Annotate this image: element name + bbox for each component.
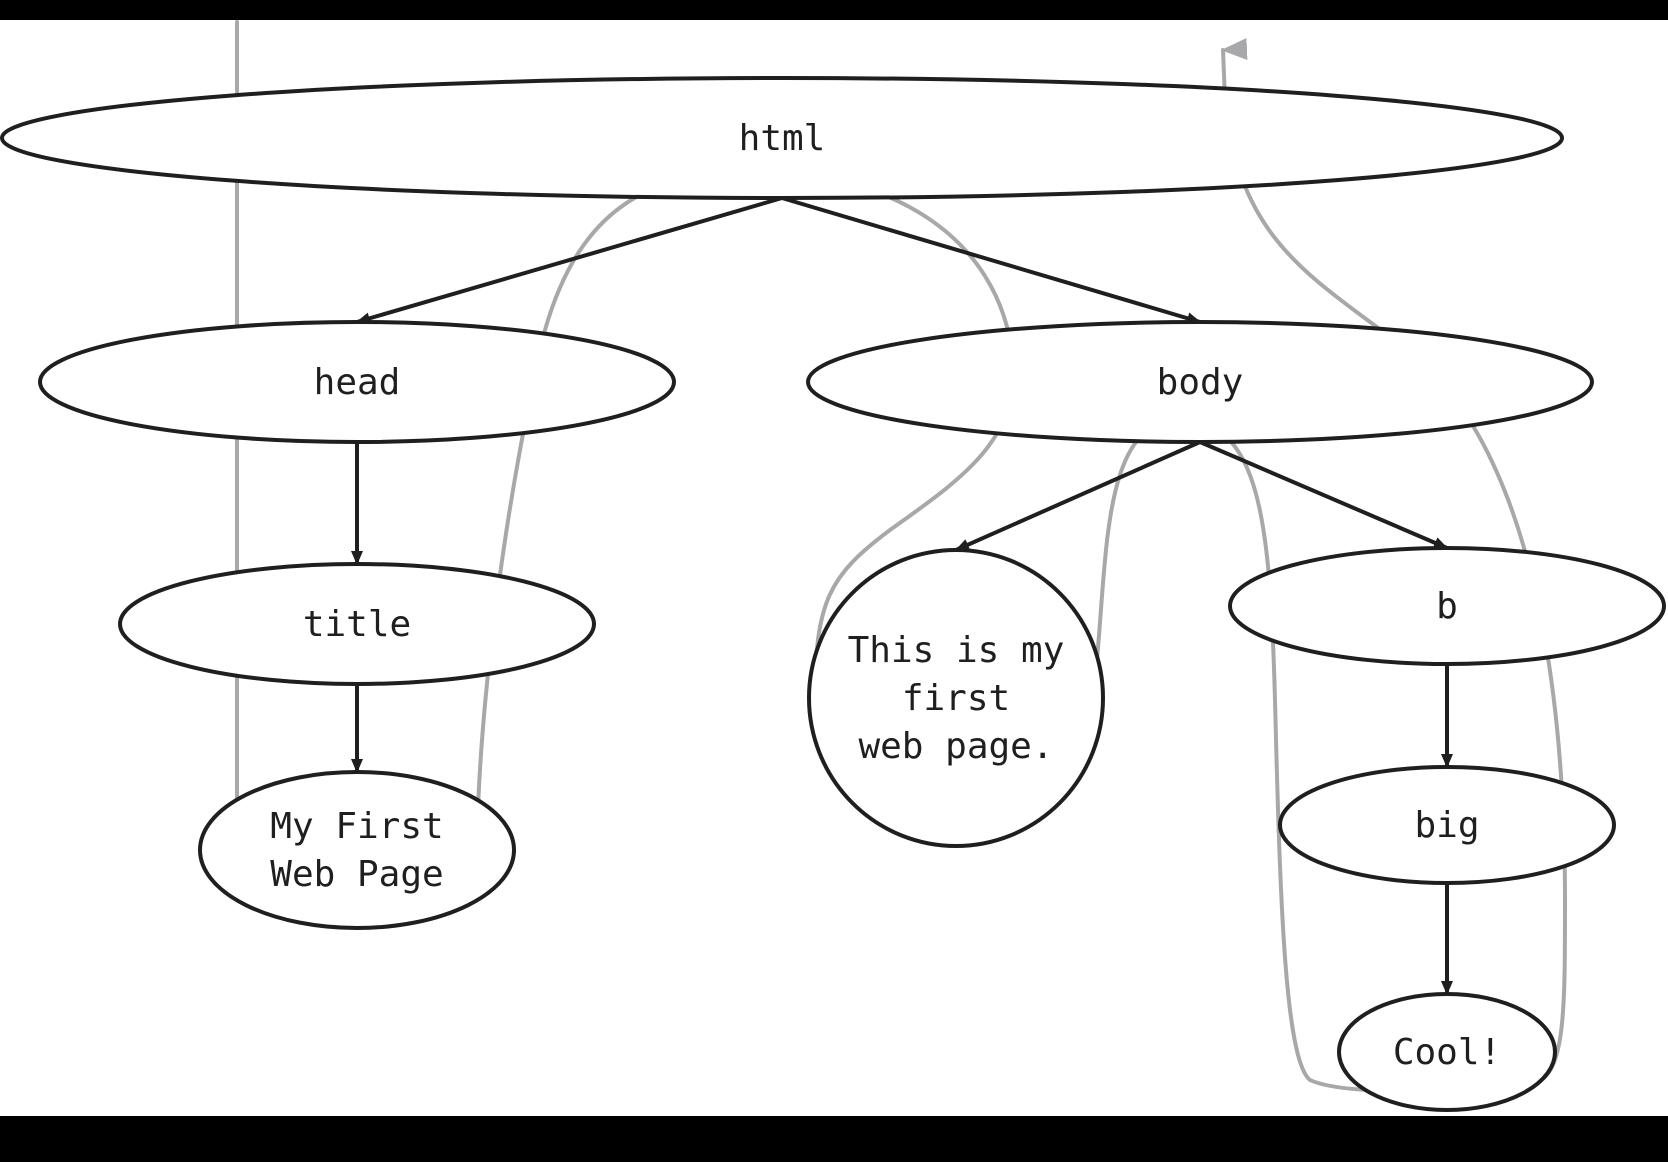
node-label-this-is-my-first-web-page-line-3: web page. bbox=[858, 726, 1053, 767]
node-shape-b bbox=[1228, 546, 1666, 666]
node-shape-title bbox=[118, 562, 596, 686]
node-this-is-my-first-web-page: This is my first web page. bbox=[807, 548, 1105, 848]
node-body: body bbox=[806, 320, 1594, 444]
edge-body-to-b bbox=[1199, 440, 1448, 550]
node-label-html: html bbox=[739, 118, 826, 159]
node-html: html bbox=[0, 76, 1564, 200]
node-b: b bbox=[1228, 546, 1666, 666]
node-shape-cool bbox=[1337, 992, 1557, 1112]
node-label-head: head bbox=[314, 362, 401, 403]
node-label-title: title bbox=[303, 604, 411, 645]
node-cool: Cool! bbox=[1337, 992, 1557, 1112]
node-label-my-first-web-page-line-2: Web Page bbox=[270, 854, 443, 895]
node-shape-big bbox=[1278, 765, 1616, 885]
edges-layer bbox=[351, 196, 1453, 995]
node-label-my-first-web-page-line-1: My First bbox=[270, 806, 443, 847]
edge-html-to-head bbox=[356, 196, 783, 325]
node-shape-this-is-my-first-web-page bbox=[807, 548, 1105, 848]
node-shape-html bbox=[0, 76, 1564, 200]
node-label-body: body bbox=[1157, 362, 1244, 403]
node-title: title bbox=[118, 562, 596, 686]
node-label-this-is-my-first-web-page-line-2: first bbox=[902, 678, 1010, 719]
edge-body-to-this-is-my-first-web-page bbox=[955, 440, 1201, 552]
node-label-big: big bbox=[1414, 805, 1479, 846]
node-shape-my-first-web-page bbox=[198, 770, 516, 930]
node-shape-head bbox=[38, 320, 676, 444]
node-big: big bbox=[1278, 765, 1616, 885]
edge-html-to-body bbox=[781, 196, 1201, 325]
node-shape-body bbox=[806, 320, 1594, 444]
node-head: head bbox=[38, 320, 676, 444]
node-label-cool: Cool! bbox=[1393, 1032, 1501, 1073]
node-label-b: b bbox=[1436, 586, 1458, 627]
node-label-this-is-my-first-web-page-line-1: This is my bbox=[848, 630, 1065, 671]
